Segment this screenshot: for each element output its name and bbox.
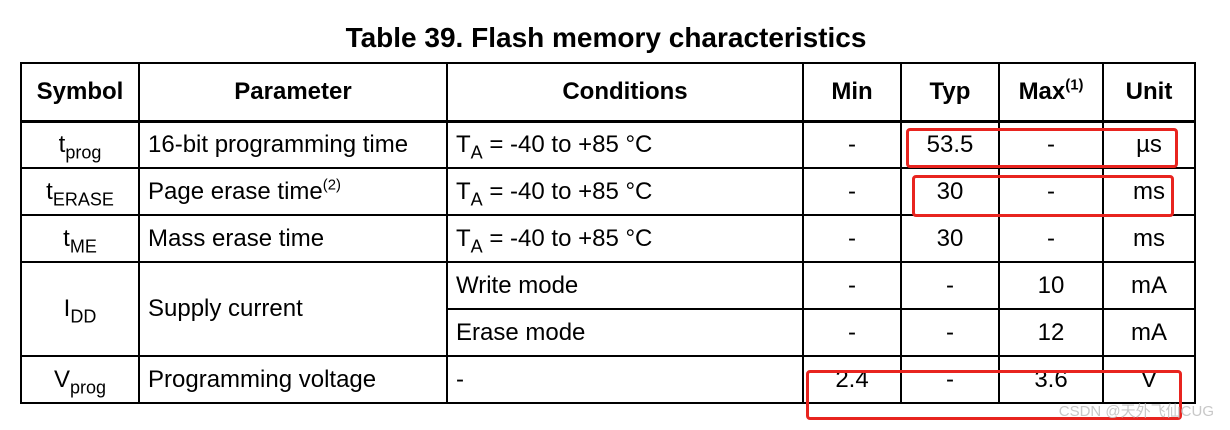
flash-memory-table: Symbol Parameter Conditions Min Typ Max(… [20, 62, 1196, 404]
min-cell: - [802, 261, 902, 310]
typ-cell: 30 [900, 167, 1000, 216]
conditions-cell: TA = -40 to +85 °C [446, 214, 804, 263]
symbol-subscript: prog [69, 376, 107, 397]
table-row: IDD Supply current Write mode - - 10 mA [20, 261, 1196, 357]
table-row: tME Mass erase time TA = -40 to +85 °C -… [20, 214, 1196, 263]
conditions-cell: Erase mode [446, 308, 804, 357]
max-cell: - [998, 214, 1104, 263]
table-row: tprog 16-bit programming time TA = -40 t… [20, 120, 1196, 169]
typ-cell: - [900, 355, 1000, 404]
parameter-cell: Supply current [138, 261, 448, 357]
typ-cell: - [900, 308, 1000, 357]
symbol-cell: tME [20, 214, 140, 263]
unit-cell: µs [1102, 120, 1196, 169]
condition-subscript: A [470, 188, 483, 209]
symbol-subscript: ERASE [52, 188, 114, 209]
symbol-cell: Vprog [20, 355, 140, 404]
header-max-label: Max [1018, 77, 1066, 105]
parameter-cell: Mass erase time [138, 214, 448, 263]
parameter-footnote: (2) [322, 176, 341, 193]
min-cell: 2.4 [802, 355, 902, 404]
parameter-cell: Page erase time(2) [138, 167, 448, 216]
symbol-cell: IDD [20, 261, 140, 357]
max-cell: 3.6 [998, 355, 1104, 404]
parameter-cell: Programming voltage [138, 355, 448, 404]
unit-cell: V [1102, 355, 1196, 404]
symbol-base: V [53, 365, 70, 393]
condition-base: T [456, 224, 471, 252]
symbol-subscript: DD [70, 306, 97, 327]
typ-cell: 53.5 [900, 120, 1000, 169]
typ-cell: 30 [900, 214, 1000, 263]
min-cell: - [802, 167, 902, 216]
symbol-subscript: ME [69, 235, 97, 256]
condition-subscript: A [470, 142, 483, 163]
min-cell: - [802, 308, 902, 357]
unit-cell: ms [1102, 167, 1196, 216]
conditions-cell: - [446, 355, 804, 404]
header-symbol: Symbol [20, 62, 140, 123]
header-max-footnote: (1) [1065, 77, 1084, 94]
conditions-cell: TA = -40 to +85 °C [446, 120, 804, 169]
header-parameter: Parameter [138, 62, 448, 123]
table-row: tERASE Page erase time(2) TA = -40 to +8… [20, 167, 1196, 216]
header-row: Symbol Parameter Conditions Min Typ Max(… [20, 62, 1196, 123]
condition-rest: = -40 to +85 °C [482, 177, 653, 205]
typ-cell: - [900, 261, 1000, 310]
min-cell: - [802, 214, 902, 263]
watermark: CSDN @天外飞仙CUG [1058, 403, 1214, 420]
max-cell: - [998, 167, 1104, 216]
unit-cell: mA [1102, 261, 1196, 310]
header-unit: Unit [1102, 62, 1196, 123]
symbol-base: t [46, 177, 53, 205]
conditions-cell: TA = -40 to +85 °C [446, 167, 804, 216]
parameter-cell: 16-bit programming time [138, 120, 448, 169]
parameter-text: Page erase time [148, 177, 323, 205]
symbol-base: t [63, 224, 70, 252]
condition-rest: = -40 to +85 °C [482, 130, 653, 158]
unit-cell: ms [1102, 214, 1196, 263]
header-max: Max(1) [998, 62, 1104, 123]
conditions-cell: Write mode [446, 261, 804, 310]
table-row: Vprog Programming voltage - 2.4 - 3.6 V [20, 355, 1196, 404]
min-cell: - [802, 120, 902, 169]
header-conditions: Conditions [446, 62, 804, 123]
symbol-base: t [58, 130, 66, 158]
table-row: Erase mode - - 12 mA [21, 308, 1196, 357]
table-caption: Table 39. Flash memory characteristics [345, 22, 867, 53]
symbol-cell: tprog [20, 120, 140, 169]
header-typ: Typ [900, 62, 1000, 123]
symbol-subscript: prog [65, 142, 102, 163]
max-cell: - [998, 120, 1104, 169]
condition-base: T [456, 130, 471, 158]
condition-subscript: A [470, 235, 483, 256]
symbol-base: I [63, 295, 71, 322]
max-cell: 10 [998, 261, 1104, 310]
condition-rest: = -40 to +85 °C [482, 224, 653, 252]
symbol-cell: tERASE [20, 167, 140, 216]
max-cell: 12 [998, 308, 1104, 357]
condition-base: T [456, 177, 471, 205]
header-min: Min [802, 62, 902, 123]
unit-cell: mA [1102, 308, 1196, 357]
